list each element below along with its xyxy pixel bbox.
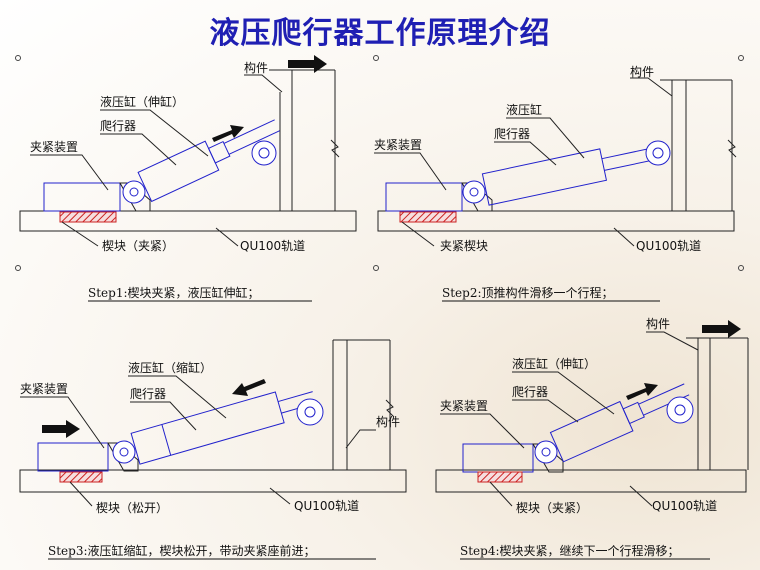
crawler-label: 爬行器	[130, 387, 166, 401]
pivot-rear	[462, 180, 486, 204]
rail-base	[435, 469, 747, 493]
crawler-label: 爬行器	[100, 119, 136, 133]
member-label: 构件	[376, 414, 400, 429]
wedge-label: 夹紧楔块	[440, 239, 488, 253]
member-label: 构件	[630, 64, 654, 79]
member-column	[686, 337, 749, 470]
corner-marks	[15, 55, 744, 271]
step1-caption: Step1:楔块夹紧，液压缸伸缸；	[88, 285, 260, 300]
wedge-label: 楔块（夹紧）	[516, 501, 588, 515]
panel-step2: 构件 液压缸 爬行器 夹紧装置 夹紧楔块 QU100轨道 Step2:顶推构件滑…	[374, 64, 737, 302]
rail-base	[377, 210, 735, 232]
wedge-block	[59, 471, 103, 483]
hydraulic-cylinder	[481, 144, 670, 206]
member-label: 构件	[244, 60, 268, 75]
slide-title: 液压爬行器工作原理介绍	[209, 16, 551, 51]
crawler-label: 爬行器	[512, 385, 548, 399]
clamp-label: 夹紧装置	[20, 382, 68, 396]
member-column	[660, 79, 737, 211]
pivot-rear	[534, 440, 558, 464]
rail-base	[19, 210, 357, 232]
panel-step1: 构件 液压缸（伸缸） 爬行器 夹紧装置 楔块（夹紧） QU100轨道 Step1…	[19, 55, 357, 302]
clamp-block	[462, 443, 534, 473]
rail-label: QU100轨道	[294, 499, 359, 513]
step4-caption: Step4:楔块夹紧，继续下一个行程滑移；	[460, 543, 680, 558]
hydraulic-cylinder	[130, 391, 317, 465]
wedge-label: 楔块（夹紧）	[102, 239, 174, 253]
rail-base	[19, 469, 407, 493]
rail-label: QU100轨道	[636, 239, 701, 253]
clamp-block	[43, 182, 121, 212]
wedge-block	[477, 471, 523, 483]
arrow-left-icon	[232, 379, 266, 396]
cylinder-label: 液压缸（伸缸）	[512, 356, 596, 371]
clamp-label: 夹紧装置	[440, 399, 488, 413]
wedge-label: 楔块（松开）	[96, 501, 168, 515]
rail-label: QU100轨道	[240, 239, 305, 253]
wedge-seat	[107, 442, 139, 472]
member-label: 构件	[646, 316, 670, 331]
clamp-block	[37, 442, 109, 472]
step3-caption: Step3:液压缸缩缸，楔块松开，带动夹紧座前进；	[48, 543, 316, 558]
clamp-label: 夹紧装置	[30, 140, 78, 154]
member-column	[332, 339, 395, 470]
pivot-front	[251, 140, 277, 166]
arrow-right-icon	[288, 55, 327, 73]
pivot-front	[645, 140, 671, 166]
wedge-block	[59, 211, 117, 223]
rail-label: QU100轨道	[652, 499, 717, 513]
pivot-front	[666, 396, 694, 424]
member-column	[269, 69, 340, 211]
wedge-block	[399, 211, 457, 223]
arrow-right-icon	[702, 320, 741, 338]
crawler-label: 爬行器	[494, 127, 530, 141]
arrow-right-icon	[42, 420, 80, 438]
clamp-block	[385, 182, 463, 212]
clamp-label: 夹紧装置	[374, 138, 422, 152]
pivot-rear	[112, 440, 136, 464]
panel-step4: 构件 液压缸（伸缸） 爬行器 夹紧装置 楔块（夹紧） QU100轨道 Step4…	[435, 316, 749, 560]
cylinder-label: 液压缸	[506, 102, 542, 117]
arrow-upright-icon	[626, 383, 658, 400]
pivot-rear	[122, 180, 146, 204]
step2-caption: Step2:顶推构件滑移一个行程；	[442, 285, 614, 300]
hydraulic-cylinder	[137, 119, 280, 203]
pivot-front	[296, 398, 324, 426]
arrow-upright-icon	[212, 125, 244, 142]
cylinder-label: 液压缸（缩缸）	[128, 360, 212, 375]
cylinder-label: 液压缸（伸缸）	[100, 94, 184, 109]
panel-step3: 液压缸（缩缸） 爬行器 夹紧装置 构件 楔块（松开） QU100轨道 Step3…	[19, 339, 407, 560]
